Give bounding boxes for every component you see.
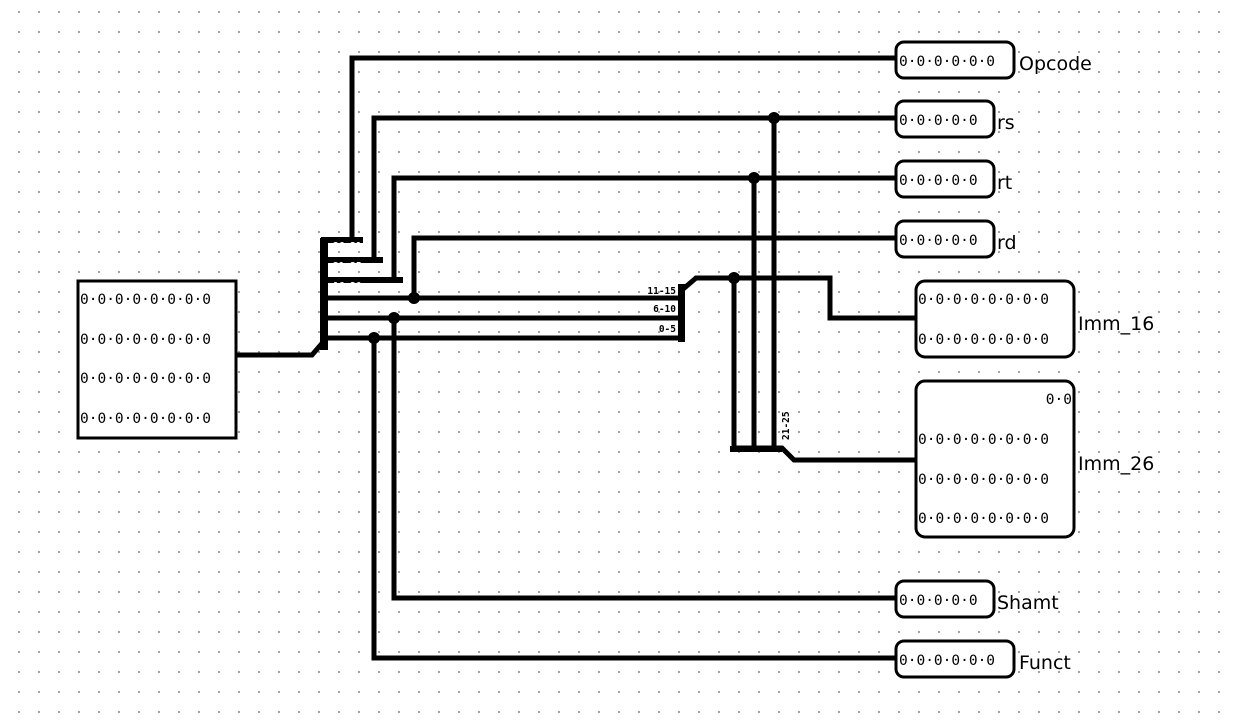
- input-bits-row: 0·0·0·0·0·0·0·0: [80, 292, 211, 308]
- splitter-main[interactable]: 26-21 21-25 16-20 11-15 6-10 0-5: [320, 237, 403, 352]
- input-bits-row: 0·0·0·0·0·0·0·0: [80, 411, 211, 427]
- splitter-label: 26-21: [333, 241, 362, 252]
- output-value: 0·0·0·0·0: [899, 113, 978, 129]
- output-value: 0·0·0·0·0·0: [899, 653, 995, 669]
- output-rt[interactable]: 0·0·0·0·0 rt: [894, 159, 1012, 199]
- splitter-imm16[interactable]: 11-15 6-10 0-5: [647, 284, 685, 342]
- output-label: rt: [997, 172, 1012, 194]
- wire-rd[interactable]: [411, 235, 899, 301]
- output-shamt[interactable]: 0·0·0·0·0 Shamt: [894, 579, 1059, 619]
- wire-shamt[interactable]: [391, 315, 899, 601]
- wire-rs[interactable]: [371, 115, 899, 263]
- output-label: rd: [997, 232, 1017, 254]
- output-imm16[interactable]: 0·0·0·0·0·0·0·0 0·0·0·0·0·0·0·0 Imm_16: [914, 279, 1154, 359]
- splitter-label: 0-15: [741, 417, 752, 440]
- splitter-label: 11-15: [647, 286, 676, 297]
- splitter-label: 21-25: [781, 411, 792, 440]
- wire-input-to-splitter[interactable]: [234, 337, 328, 358]
- output-opcode[interactable]: 0·0·0·0·0·0 Opcode: [894, 40, 1092, 80]
- output-label: rs: [997, 112, 1015, 134]
- wire-opcode[interactable]: [349, 55, 899, 243]
- output-value: 0·0·0·0·0: [899, 173, 978, 189]
- junction-dot: [368, 332, 380, 344]
- output-rs[interactable]: 0·0·0·0·0 rs: [894, 99, 1015, 139]
- output-value: 0·0·0·0·0: [899, 233, 978, 249]
- output-value: 0·0·0·0·0·0: [899, 54, 995, 70]
- wire-rt[interactable]: [391, 175, 899, 283]
- output-bits-row: 0·0·0·0·0·0·0·0: [918, 432, 1049, 448]
- junction-dot: [768, 112, 780, 124]
- wire-funct[interactable]: [371, 335, 899, 661]
- junctions: [368, 112, 780, 344]
- splitter-label: 6-10: [333, 321, 356, 332]
- wires: [234, 55, 919, 661]
- input-bits-row: 0·0·0·0·0·0·0·0: [80, 332, 211, 348]
- output-bits-row: 0·0·0·0·0·0·0·0: [918, 332, 1049, 348]
- output-label: Imm_26: [1078, 453, 1154, 475]
- splitter-label: 16-20: [333, 281, 362, 292]
- output-rd[interactable]: 0·0·0·0·0 rd: [894, 219, 1017, 259]
- output-bits-row: 0·0: [1046, 392, 1072, 408]
- splitter-label: 6-10: [653, 304, 676, 315]
- junction-dot: [408, 292, 420, 304]
- splitter-label: 16-20: [761, 411, 772, 440]
- junction-dot: [728, 272, 740, 284]
- junction-dot: [748, 172, 760, 184]
- splitter-label: 21-25: [333, 261, 362, 272]
- output-label: Funct: [1019, 652, 1071, 674]
- junction-dot: [388, 312, 400, 324]
- output-label: Opcode: [1019, 53, 1092, 75]
- splitter-label: 0-5: [333, 341, 350, 352]
- output-bits-row: 0·0·0·0·0·0·0·0: [918, 472, 1049, 488]
- output-bits-row: 0·0·0·0·0·0·0·0: [918, 511, 1049, 527]
- output-funct[interactable]: 0·0·0·0·0·0 Funct: [894, 639, 1071, 679]
- wire-imm16-bus[interactable]: [678, 275, 919, 321]
- splitter-label: 11-15: [333, 301, 362, 312]
- output-bits-row: 0·0·0·0·0·0·0·0: [918, 292, 1049, 308]
- output-value: 0·0·0·0·0: [899, 593, 978, 609]
- splitter-imm26[interactable]: 0-15 16-20 21-25: [730, 411, 792, 452]
- input-pin[interactable]: 0·0·0·0·0·0·0·0 0·0·0·0·0·0·0·0 0·0·0·0·…: [76, 279, 238, 440]
- input-bits-row: 0·0·0·0·0·0·0·0: [80, 371, 211, 387]
- splitter-label: 0-5: [659, 324, 676, 335]
- output-label: Imm_16: [1078, 313, 1154, 335]
- output-imm26[interactable]: 0·0 0·0·0·0·0·0·0·0 0·0·0·0·0·0·0·0 0·0·…: [914, 379, 1154, 539]
- output-label: Shamt: [997, 592, 1059, 614]
